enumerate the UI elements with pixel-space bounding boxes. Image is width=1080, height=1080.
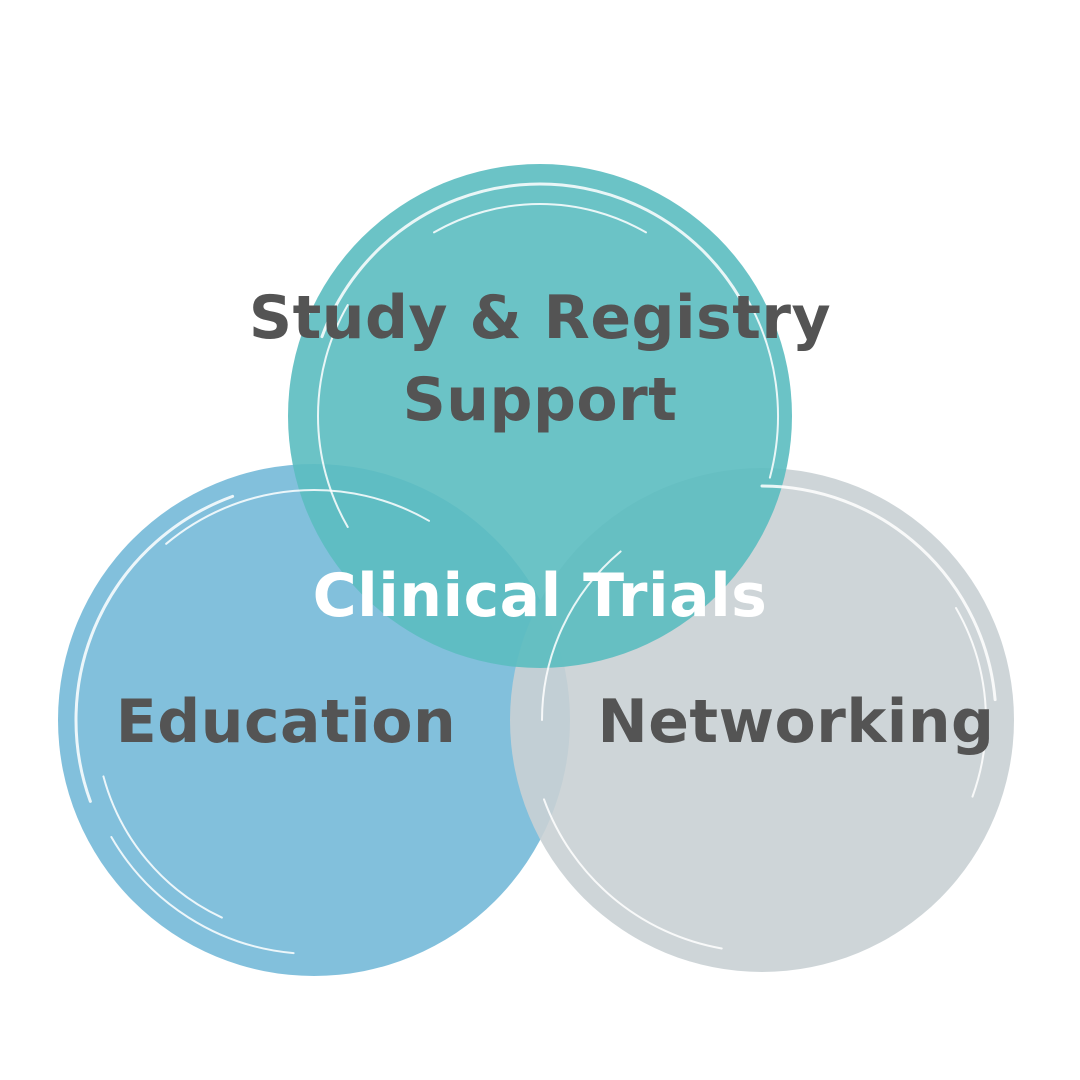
venn-circle-top — [288, 164, 792, 668]
venn-set-top-label: Study & Registry Support — [249, 283, 831, 435]
venn-center-label: Clinical Trials — [313, 561, 768, 631]
brush-stroke-left-7 — [102, 775, 223, 919]
brush-stroke-right-11 — [541, 550, 622, 721]
brush-stroke-right-8 — [760, 484, 997, 702]
brush-stroke-top-3 — [745, 296, 779, 479]
brush-stroke-top-0 — [320, 182, 743, 339]
brush-stroke-left-4 — [74, 494, 235, 803]
brush-stroke-right-10 — [542, 798, 723, 950]
venn-circles — [58, 164, 1014, 976]
brush-stroke-texture — [74, 182, 997, 955]
brush-stroke-top-1 — [317, 304, 349, 528]
venn-set-left-label: Education — [116, 687, 456, 757]
brush-stroke-left-6 — [110, 836, 295, 955]
venn-set-right-label: Networking — [598, 687, 995, 757]
venn-set-top-label-line-1: Study & Registry — [249, 283, 831, 353]
brush-stroke-right-9 — [954, 607, 987, 798]
brush-stroke-left-5 — [165, 489, 430, 545]
venn-set-top-label-line-2: Support — [403, 365, 678, 435]
brush-stroke-top-2 — [433, 203, 647, 234]
